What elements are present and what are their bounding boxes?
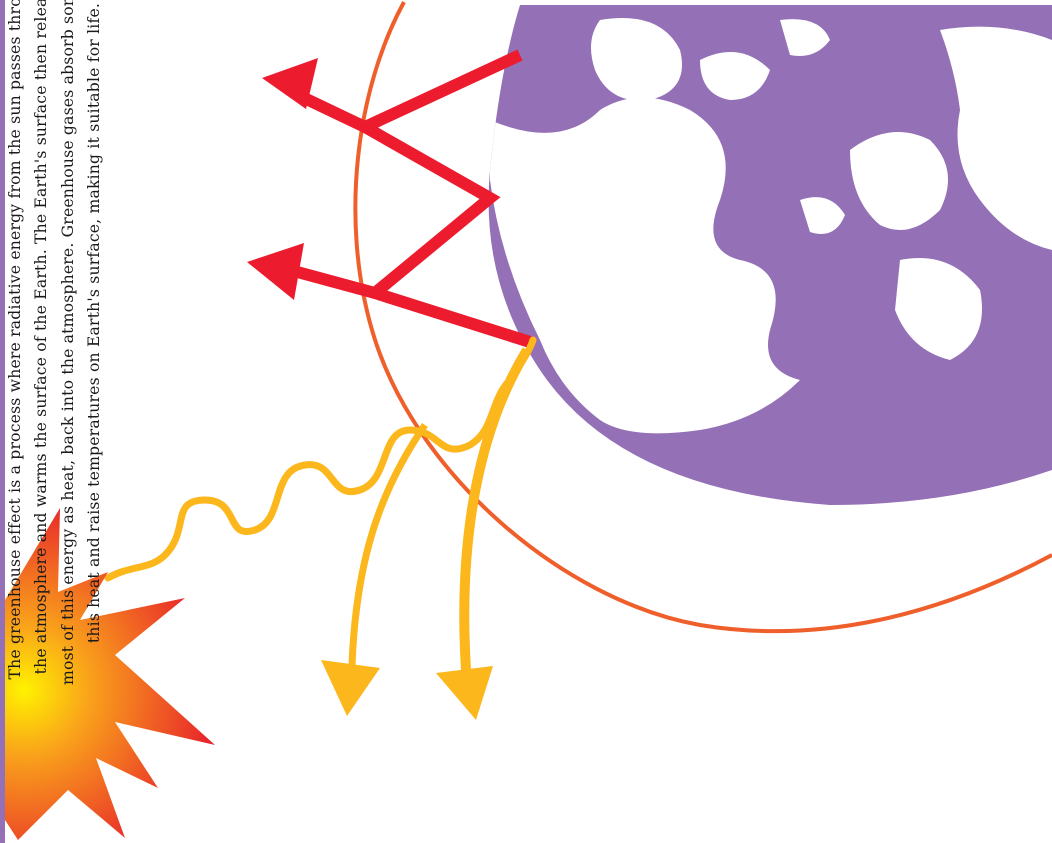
heat-arrow-lower xyxy=(288,264,377,299)
reflected-arrowhead-right xyxy=(436,666,493,720)
caption-text: The greenhouse effect is a process where… xyxy=(6,0,103,685)
heat-arrow-upper xyxy=(297,90,368,133)
sun-icon xyxy=(5,508,215,840)
left-accent-bar xyxy=(0,0,5,843)
atmosphere-ring xyxy=(353,1,1052,634)
continents xyxy=(490,18,1052,434)
heat-arrowhead-lower xyxy=(247,243,304,300)
reflected-heat-arrows xyxy=(247,49,532,348)
reflected-ray-left xyxy=(348,423,428,666)
radiation-wave xyxy=(104,336,537,582)
reflected-ray-right xyxy=(459,347,532,671)
heat-ray xyxy=(351,49,532,348)
reflected-arrowhead-left xyxy=(321,660,380,716)
caption-block: The greenhouse effect is a process where… xyxy=(2,0,212,693)
solar-radiation xyxy=(104,336,537,720)
heat-arrowhead-upper xyxy=(262,58,318,109)
